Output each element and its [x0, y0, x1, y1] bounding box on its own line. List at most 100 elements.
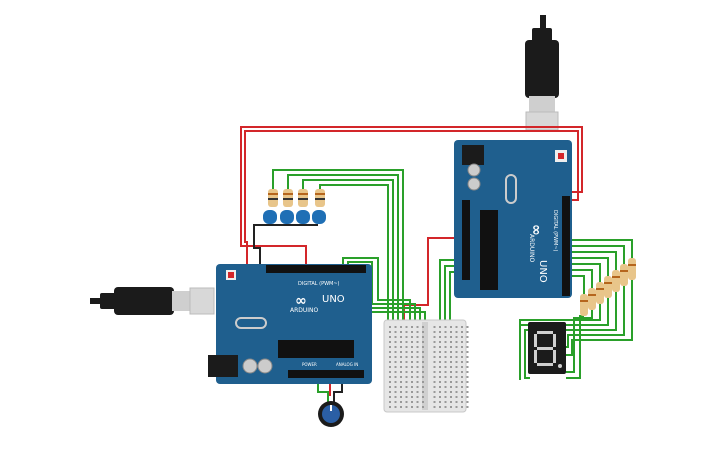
breadboard-hole: [461, 346, 463, 348]
breadboard-hole: [416, 366, 419, 368]
breadboard-hole: [400, 371, 402, 373]
breadboard-hole: [389, 331, 391, 333]
board-header-digital: DIGITAL (PWM~): [552, 210, 558, 252]
wire-black-led: [253, 224, 318, 266]
breadboard-hole: [416, 406, 419, 408]
breadboard-hole: [405, 371, 408, 373]
breadboard-hole: [394, 366, 397, 368]
breadboard-hole: [400, 396, 402, 398]
breadboard-hole: [444, 341, 447, 343]
breadboard-hole: [433, 396, 436, 398]
breadboard-hole: [405, 406, 408, 408]
breadboard-hole: [466, 381, 469, 383]
seven-segment-display[interactable]: [528, 322, 566, 374]
breadboard-hole: [416, 346, 419, 348]
breadboard-hole: [455, 346, 458, 348]
breadboard-hole: [455, 376, 458, 378]
breadboard-hole: [416, 326, 419, 328]
usb-cable-left: [90, 287, 215, 315]
breadboard-hole: [411, 351, 413, 353]
breadboard-hole: [400, 391, 402, 393]
breadboard-hole: [450, 331, 452, 333]
breadboard-hole: [444, 331, 447, 333]
breadboard-hole: [411, 356, 413, 358]
breadboard-hole: [455, 401, 458, 403]
breadboard-hole: [400, 401, 402, 403]
breadboard-hole: [411, 391, 413, 393]
resistor: [628, 258, 636, 280]
breadboard-hole: [450, 401, 452, 403]
breadboard-hole: [466, 371, 469, 373]
arduino-board-left[interactable]: ∞ ARDUINO UNO DIGITAL (PWM~) POWER ANALO…: [208, 264, 372, 384]
breadboard-hole: [394, 356, 397, 358]
breadboard-hole: [444, 346, 447, 348]
breadboard-hole: [416, 391, 419, 393]
breadboard-hole: [433, 371, 436, 373]
breadboard-hole: [439, 391, 441, 393]
breadboard-hole: [444, 406, 447, 408]
board-logo-icon: ∞: [295, 293, 307, 309]
breadboard-hole: [416, 396, 419, 398]
breadboard-hole: [405, 396, 408, 398]
breadboard-hole: [405, 381, 408, 383]
breadboard-hole: [466, 376, 469, 378]
blue-led[interactable]: [280, 210, 294, 224]
blue-led[interactable]: [312, 210, 326, 224]
arduino-board-right[interactable]: ∞ ARDUINO UNO DIGITAL (PWM~): [454, 140, 572, 298]
breadboard-hole: [416, 386, 419, 388]
breadboard-hole: [394, 386, 397, 388]
breadboard-hole: [450, 361, 452, 363]
breadboard-hole: [444, 326, 447, 328]
breadboard-hole: [405, 376, 408, 378]
breadboard-hole: [461, 356, 463, 358]
breadboard-hole: [400, 381, 402, 383]
blue-led[interactable]: [296, 210, 310, 224]
breadboard-hole: [461, 331, 463, 333]
resistor: [298, 189, 308, 207]
breadboard-hole: [400, 336, 402, 338]
breadboard-hole: [389, 371, 391, 373]
breadboard-hole: [400, 376, 402, 378]
breadboard-hole: [450, 336, 452, 338]
breadboard-hole: [405, 366, 408, 368]
breadboard-hole: [461, 326, 463, 328]
usb-cable-top: [525, 15, 559, 131]
breadboard-hole: [416, 371, 419, 373]
breadboard-hole: [389, 406, 391, 408]
breadboard-hole: [405, 341, 408, 343]
breadboard-hole: [433, 356, 436, 358]
breadboard-hole: [455, 336, 458, 338]
breadboard-hole: [433, 391, 436, 393]
breadboard-hole: [411, 326, 413, 328]
breadboard-hole: [411, 396, 413, 398]
breadboard-hole: [433, 361, 436, 363]
board-header-analog: ANALOG IN: [336, 362, 358, 367]
breadboard-hole: [450, 371, 452, 373]
breadboard-hole: [461, 361, 463, 363]
breadboard[interactable]: [383, 319, 469, 413]
potentiometer[interactable]: [318, 401, 344, 427]
breadboard-hole: [450, 406, 452, 408]
breadboard-hole: [422, 356, 424, 358]
resistor: [620, 264, 628, 286]
breadboard-hole: [389, 346, 391, 348]
breadboard-hole: [389, 326, 391, 328]
breadboard-hole: [461, 406, 463, 408]
breadboard-hole: [416, 351, 419, 353]
breadboard-hole: [439, 326, 441, 328]
breadboard-hole: [439, 371, 441, 373]
breadboard-hole: [433, 341, 436, 343]
breadboard-hole: [444, 371, 447, 373]
breadboard-hole: [433, 336, 436, 338]
breadboard-hole: [439, 396, 441, 398]
breadboard-hole: [416, 336, 419, 338]
breadboard-hole: [433, 386, 436, 388]
breadboard-hole: [389, 376, 391, 378]
blue-led[interactable]: [263, 210, 277, 224]
breadboard-hole: [450, 381, 452, 383]
breadboard-hole: [422, 346, 424, 348]
breadboard-hole: [439, 341, 441, 343]
breadboard-hole: [422, 336, 424, 338]
breadboard-hole: [405, 326, 408, 328]
breadboard-hole: [422, 376, 424, 378]
